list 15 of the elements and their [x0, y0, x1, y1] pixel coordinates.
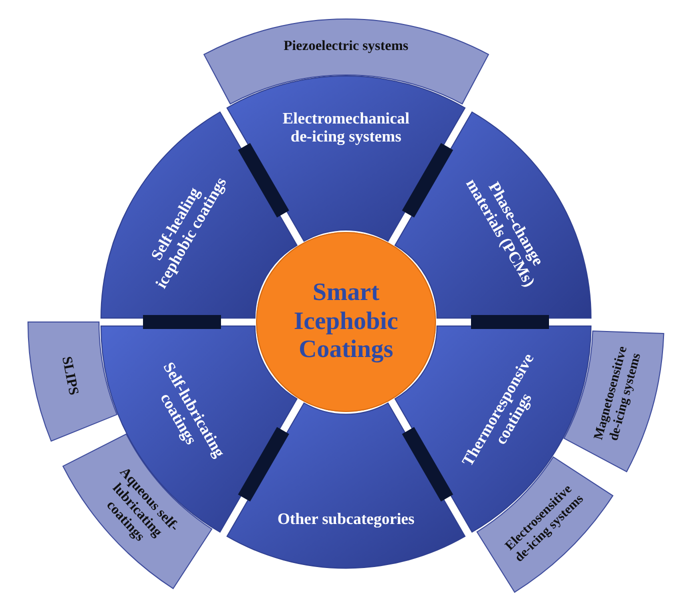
outer-band-segment	[204, 19, 488, 104]
outer-band-segment	[28, 322, 117, 442]
separator-bar	[402, 426, 454, 502]
separator-bar	[143, 315, 221, 329]
segment-label: Other subcategories	[276, 510, 416, 530]
separator-bar	[238, 426, 290, 502]
segment-label: Piezoelectric systems	[282, 38, 410, 56]
separator-bar	[238, 142, 290, 218]
segment-label: SLIPS	[58, 354, 82, 398]
separator-bar	[471, 315, 549, 329]
center-title: Smart Icephobic Coatings	[292, 278, 400, 366]
sector-segment	[227, 76, 465, 242]
separator-bar	[402, 142, 454, 218]
segment-label: Electromechanical de-icing systems	[282, 110, 410, 148]
outer-band-segment	[564, 330, 664, 472]
